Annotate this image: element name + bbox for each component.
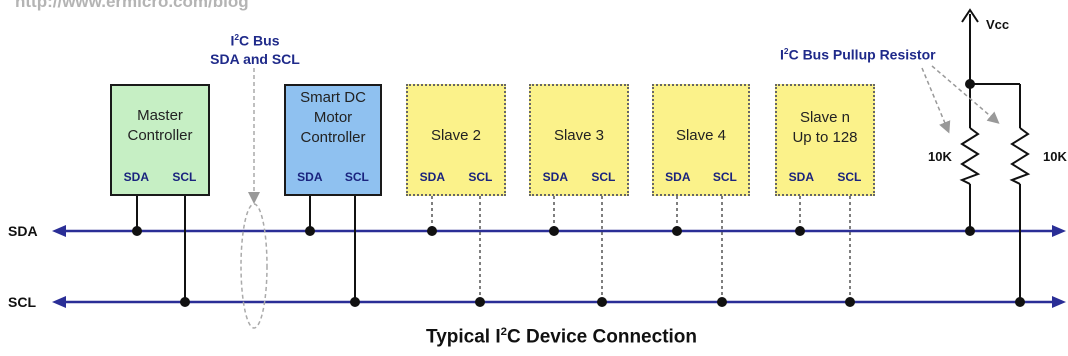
pin-sda: SDA <box>123 170 149 184</box>
device-name: Slave 3 <box>553 127 605 144</box>
pin-scl: SCL <box>591 170 616 184</box>
device-name: Slave 4 <box>675 127 727 144</box>
pin-sda: SDA <box>419 170 445 184</box>
sda-arrow-right <box>1052 225 1066 237</box>
pullup-scl-node <box>1015 297 1025 307</box>
pin-sda: SDA <box>297 170 323 184</box>
resistor-2-label: 10K <box>1043 149 1067 164</box>
device-slave-n: Slave n Up to 128 SDA SCL <box>775 84 875 196</box>
device-slave-4: Slave 4 SDA SCL <box>652 84 750 196</box>
device-master-controller: Master Controller SDA SCL <box>110 84 210 196</box>
pin-scl: SCL <box>712 170 737 184</box>
slave2-sda-node <box>427 226 437 236</box>
bus-highlight-ellipse <box>240 203 268 329</box>
pin-scl: SCL <box>837 170 862 184</box>
vcc-label: Vcc <box>986 17 1010 32</box>
resistor-2 <box>1009 127 1031 185</box>
master-scl-node <box>180 297 190 307</box>
pin-sda: SDA <box>788 170 814 184</box>
device-slave-3: Slave 3 SDA SCL <box>529 84 629 196</box>
slave2-scl-node <box>475 297 485 307</box>
pin-scl: SCL <box>468 170 493 184</box>
diagram-caption: Typical I2C Device Connection <box>426 326 698 348</box>
pullup-sda-node <box>965 226 975 236</box>
device-name: Slave 2 <box>430 127 482 144</box>
motor-scl-node <box>350 297 360 307</box>
device-name: Slave n Up to 128 <box>792 109 858 146</box>
pullup-title: I2C Bus Pullup Resistor <box>780 46 936 63</box>
slave3-sda-node <box>549 226 559 236</box>
pin-sda: SDA <box>542 170 568 184</box>
slaven-sda-node <box>795 226 805 236</box>
pin-sda: SDA <box>665 170 691 184</box>
pin-scl: SCL <box>344 170 369 184</box>
bus-title: I2C Bus SDA and SCL <box>210 32 300 67</box>
source-url: http://www.ermicro.com/blog <box>15 0 249 11</box>
slaven-scl-node <box>845 297 855 307</box>
scl-arrow-left <box>52 296 66 308</box>
motor-sda-node <box>305 226 315 236</box>
slave4-sda-node <box>672 226 682 236</box>
slave4-scl-node <box>717 297 727 307</box>
master-sda-node <box>132 226 142 236</box>
device-smart-dc-motor-controller: Smart DC Motor Controller SDA SCL <box>284 84 382 196</box>
scl-line-label: SCL <box>8 294 36 310</box>
pin-scl: SCL <box>172 170 197 184</box>
sda-arrow-left <box>52 225 66 237</box>
device-name: Smart DC Motor Controller <box>300 89 366 146</box>
sda-line-label: SDA <box>8 223 38 239</box>
slave3-scl-node <box>597 297 607 307</box>
scl-arrow-right <box>1052 296 1066 308</box>
resistor-1-label: 10K <box>928 149 952 164</box>
vcc-arrow <box>961 8 979 23</box>
device-name: Master Controller <box>127 107 193 144</box>
device-slave-2: Slave 2 SDA SCL <box>406 84 506 196</box>
resistor-1 <box>959 127 981 185</box>
